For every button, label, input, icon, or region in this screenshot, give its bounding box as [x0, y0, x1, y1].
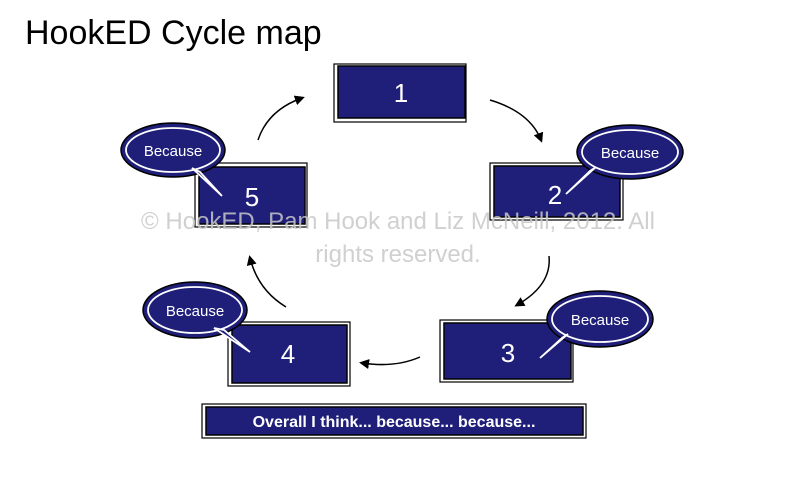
watermark-line-1: © HookED, Pam Hook and Liz McNeill, 2012… [141, 208, 655, 235]
step-number-1: 1 [394, 78, 408, 108]
arrow-4-to-5 [246, 255, 287, 308]
speech-bubble-4: Because [142, 281, 251, 353]
bubble-text-2: Because [601, 145, 659, 162]
page-title: HookED Cycle map [25, 14, 322, 52]
summary-text: Overall I think... because... because... [253, 414, 536, 431]
step-box-3: 3 [439, 319, 574, 383]
arrow-3-to-4 [359, 356, 421, 369]
bubble-text-3: Because [571, 312, 629, 329]
step-number-3: 3 [501, 338, 515, 368]
bubble-text-4: Because [166, 303, 224, 320]
step-box-4: 4 [227, 321, 351, 387]
step-number-4: 4 [281, 339, 295, 369]
bubble-text-5: Because [144, 143, 202, 160]
speech-bubble-2: Because [565, 124, 684, 195]
step-box-5: 5 [194, 162, 308, 228]
step-number-2: 2 [548, 180, 562, 210]
watermark-line-2: rights reserved. [315, 241, 480, 268]
step-number-5: 5 [245, 182, 259, 212]
copyright-watermark: © HookED, Pam Hook and Liz McNeill, 2012… [141, 208, 655, 268]
arrow-2-to-3 [514, 255, 550, 307]
summary-box: Overall I think... because... because... [201, 403, 587, 439]
speech-bubble-5: Because [120, 122, 226, 197]
speech-bubble-3: Because [539, 290, 654, 359]
step-box-1: 1 [333, 63, 467, 123]
arrow-1-to-2 [489, 99, 544, 143]
arrow-5-to-1 [257, 95, 305, 141]
